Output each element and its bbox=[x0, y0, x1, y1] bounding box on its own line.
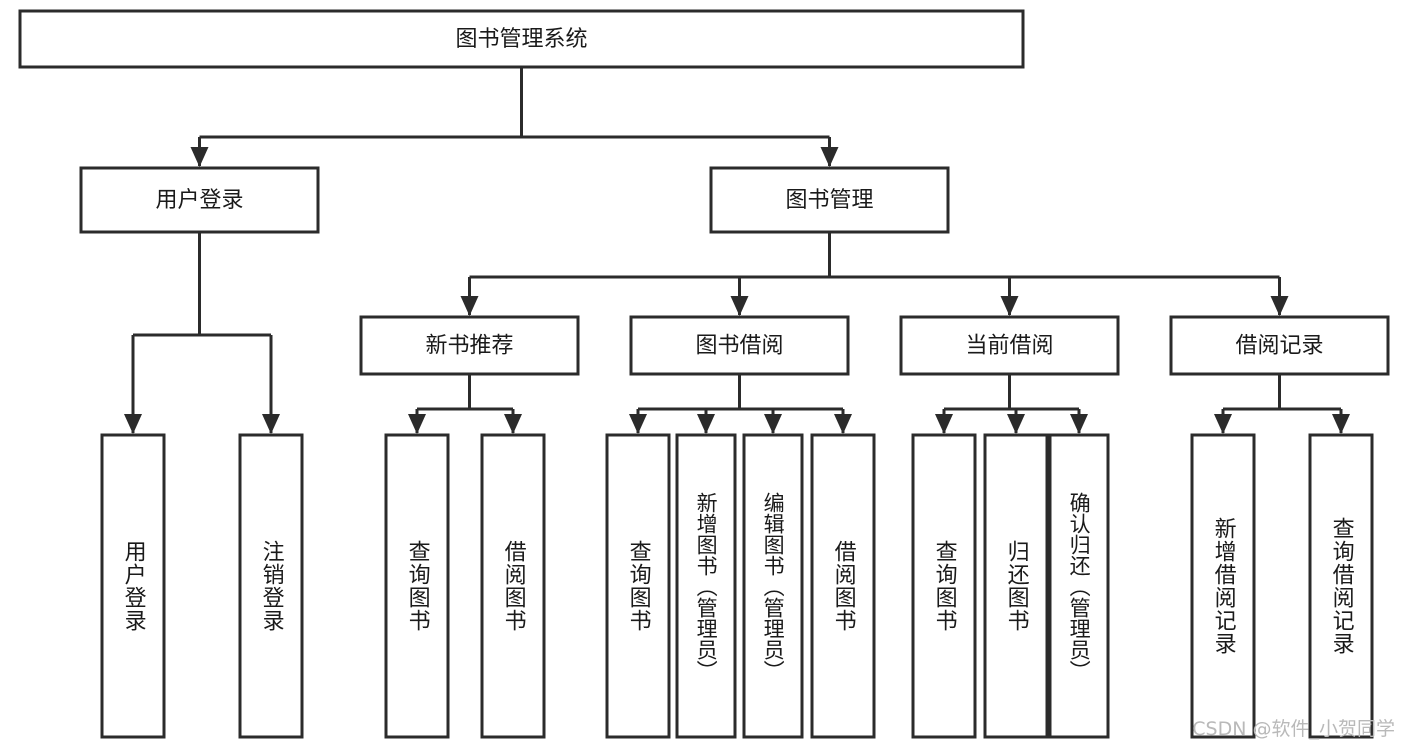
node-rec-query-record-box[interactable] bbox=[1308, 433, 1374, 739]
arrow-head-icon bbox=[764, 414, 782, 434]
arrow-head-icon bbox=[834, 414, 852, 434]
node-cur-return-book-box[interactable] bbox=[983, 433, 1049, 739]
node-root-label: 图书管理系统 bbox=[455, 27, 587, 52]
boxes-layer bbox=[18, 9, 1390, 739]
arrow-head-icon bbox=[408, 414, 426, 434]
node-borrow-add-book-box[interactable] bbox=[675, 433, 737, 739]
arrow-head-icon bbox=[1270, 296, 1289, 316]
node-borrow-edit-book-box[interactable] bbox=[742, 433, 804, 739]
arrow-head-icon bbox=[1214, 414, 1232, 434]
node-user-login-label: 用户登录 bbox=[155, 188, 243, 213]
node-book-borrow-box[interactable] bbox=[629, 315, 850, 376]
node-book-manage-box[interactable] bbox=[709, 166, 950, 234]
node-user-login-box[interactable] bbox=[79, 166, 320, 234]
arrow-head-icon bbox=[730, 296, 749, 316]
arrow-head-icon bbox=[697, 414, 715, 434]
node-borrow-record-box[interactable] bbox=[1169, 315, 1390, 376]
node-current-borrow-label: 当前借阅 bbox=[965, 334, 1053, 359]
node-rec-search-book-box[interactable] bbox=[384, 433, 450, 739]
node-login-logout-box[interactable] bbox=[238, 433, 304, 739]
node-book-borrow-label: 图书借阅 bbox=[695, 334, 783, 359]
arrow-head-icon bbox=[1007, 414, 1025, 434]
arrow-head-icon bbox=[262, 414, 280, 434]
arrow-head-icon bbox=[629, 414, 647, 434]
arrow-head-icon bbox=[460, 296, 479, 316]
node-current-borrow-box[interactable] bbox=[899, 315, 1120, 376]
node-cur-search-book-box[interactable] bbox=[911, 433, 977, 739]
node-new-book-recommend-box[interactable] bbox=[359, 315, 580, 376]
node-rec-add-record-box[interactable] bbox=[1190, 433, 1256, 739]
node-new-book-recommend-label: 新书推荐 bbox=[425, 334, 513, 359]
arrow-head-icon bbox=[820, 147, 839, 167]
arrow-head-icon bbox=[1332, 414, 1350, 434]
arrow-head-icon bbox=[504, 414, 522, 434]
arrow-head-icon bbox=[190, 147, 209, 167]
arrow-head-icon bbox=[1000, 296, 1019, 316]
node-root-box[interactable] bbox=[18, 9, 1025, 69]
csdn-watermark: CSDN @软件_小贺同学 bbox=[1192, 718, 1395, 740]
node-cur-confirm-return-box[interactable] bbox=[1048, 433, 1110, 739]
arrow-head-icon bbox=[1070, 414, 1088, 434]
connectors-layer bbox=[124, 67, 1350, 434]
node-rec-borrow-book-box[interactable] bbox=[480, 433, 546, 739]
arrow-head-icon bbox=[935, 414, 953, 434]
arrow-head-icon bbox=[124, 414, 142, 434]
node-borrow-borrow-book-box[interactable] bbox=[810, 433, 876, 739]
node-borrow-search-book-box[interactable] bbox=[605, 433, 671, 739]
node-login-user-login-box[interactable] bbox=[100, 433, 166, 739]
node-book-manage-label: 图书管理 bbox=[785, 188, 873, 213]
node-borrow-record-label: 借阅记录 bbox=[1235, 334, 1323, 359]
